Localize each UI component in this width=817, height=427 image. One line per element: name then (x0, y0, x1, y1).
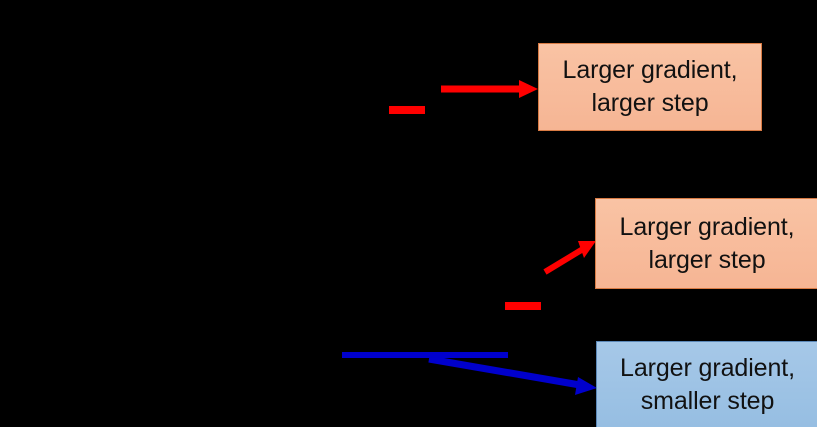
blue-arrow-diagonal-icon (428, 355, 597, 395)
callout-middle-line-1: Larger gradient, (619, 212, 795, 241)
callout-larger-gradient-smaller-step-bottom: Larger gradient, smaller step (596, 341, 817, 427)
callout-top-line-1: Larger gradient, (562, 56, 738, 84)
callout-larger-gradient-larger-step-middle: Larger gradient, larger step (595, 198, 817, 289)
red-arrow-horizontal-icon (441, 80, 538, 98)
callout-middle-line-2: larger step (648, 245, 766, 274)
red-tick-upper-marker (389, 106, 425, 114)
blue-tangent-line-marker (342, 352, 508, 358)
red-tick-lower-marker (505, 302, 541, 310)
red-arrow-diagonal-icon (543, 241, 596, 275)
callout-bottom-line-2: smaller step (640, 387, 775, 415)
callout-larger-gradient-larger-step-top: Larger gradient, larger step (538, 43, 762, 131)
callout-top-line-2: larger step (591, 89, 709, 117)
callout-bottom-line-1: Larger gradient, (620, 354, 795, 382)
